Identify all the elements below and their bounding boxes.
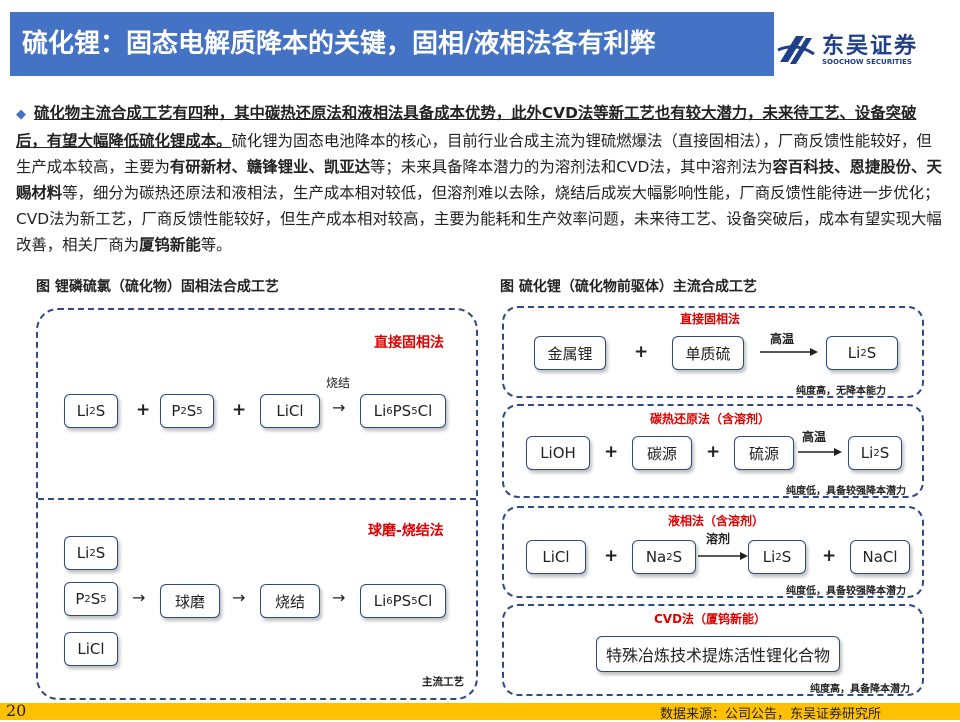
arrow-icon: → <box>332 398 346 417</box>
metal-lithium-box: 金属锂 <box>534 336 606 370</box>
mainstream-note: 主流工艺 <box>422 676 464 688</box>
cvd-process-box: 特殊冶炼技术提炼活性锂化合物 <box>596 636 840 672</box>
title-bar <box>10 12 774 76</box>
carbothermal-label: 碳热还原法（含溶剂） <box>650 412 771 426</box>
right-figure-title: 图 硫化锂（硫化物前驱体）主流合成工艺 <box>500 279 757 295</box>
licl-box: LiCl <box>64 632 118 666</box>
condition-label: 高温 <box>802 430 827 444</box>
summary-text-1: 硫化锂为固态电池降本的核心，目前行业合成主流为锂硫燃爆法（直接固相法），厂商反馈… <box>16 132 932 176</box>
carbon-source-box: 碳源 <box>632 436 692 470</box>
arrow-icon: → <box>332 588 346 607</box>
footer-bar <box>0 703 960 720</box>
sinter-box: 烧结 <box>260 584 320 618</box>
cvd-panel: CVD法（厦钨新能） 特殊冶炼技术提炼活性锂化合物 纯度高，具备降本潜力 <box>502 604 924 696</box>
summary-companies-2: 容百科技、恩捷股份、天赐材料 <box>16 158 942 202</box>
summary-text-2: 等；未来具备降本潜力的为溶剂法和CVD法，其中溶剂法为 <box>370 158 773 176</box>
summary-text-4: 等。 <box>200 236 232 254</box>
formula-text: Li <box>373 592 387 610</box>
plus-sign: + <box>136 400 151 420</box>
summary-companies-3: 厦钨新能 <box>139 236 201 254</box>
logo-text-cn: 东吴证券 <box>822 34 919 59</box>
condition-label: 高温 <box>770 332 795 346</box>
plus-sign: + <box>604 546 619 566</box>
plus-sign: + <box>634 342 649 362</box>
formula-text: Li <box>373 402 387 420</box>
sulfur-source-box: 硫源 <box>734 436 794 470</box>
purity-note: 纯度低，具备较强降本潜力 <box>786 486 906 497</box>
arrow-icon <box>798 448 842 456</box>
lioh-box: LiOH <box>526 436 590 470</box>
cvd-label: CVD法（厦钨新能） <box>654 612 767 626</box>
sulfur-box: 单质硫 <box>672 336 744 370</box>
company-logo: 东吴证券 SOOCHOW SECURITIES <box>776 28 956 72</box>
licl-box: LiCl <box>260 394 320 428</box>
formula-text: Li <box>76 402 90 420</box>
arrow-icon: → <box>232 588 246 607</box>
licl-box: LiCl <box>526 540 586 574</box>
plus-sign: + <box>706 442 721 462</box>
plus-sign: + <box>604 442 619 462</box>
soochow-logo-icon <box>777 36 815 64</box>
plus-sign: + <box>232 400 247 420</box>
page-number: 20 <box>6 701 27 720</box>
purity-note: 纯度低，具备较强降本潜力 <box>786 586 906 597</box>
ball-mill-box: 球磨 <box>160 584 220 618</box>
left-figure-title: 图 锂磷硫氯（硫化物）固相法合成工艺 <box>36 279 279 295</box>
direct-solid-label: 直接固相法 <box>680 312 741 326</box>
summary-companies-1: 有研新材、赣锋锂业、凯亚达 <box>169 158 371 176</box>
diamond-bullet-icon: ◆ <box>16 107 26 122</box>
nacl-box: NaCl <box>850 540 910 574</box>
arrow-icon: → <box>132 588 146 607</box>
summary-lead: 硫化物主流合成工艺有四种，其中碳热还原法和液相法具备成本优势，此外CVD法等新工… <box>16 104 917 150</box>
formula-text: P <box>171 402 181 420</box>
direct-solid-label: 直接固相法 <box>374 335 444 351</box>
summary-paragraph: ◆硫化物主流合成工艺有四种，其中碳热还原法和液相法具备成本优势，此外CVD法等新… <box>16 100 944 258</box>
purity-note: 纯度高，具备降本潜力 <box>810 684 910 695</box>
page-title: 硫化锂：固态电解质降本的关键，固相/液相法各有利弊 <box>22 29 656 59</box>
panel-divider <box>38 498 476 500</box>
purity-note: 纯度高，无降本能力 <box>796 386 886 397</box>
arrow-icon <box>698 552 748 560</box>
sinter-condition: 烧结 <box>326 376 351 390</box>
condition-label: 溶剂 <box>706 532 731 546</box>
plus-sign: + <box>822 546 837 566</box>
arrow-icon <box>760 348 818 356</box>
formula-text: P <box>75 590 85 608</box>
formula-text: Li <box>76 544 90 562</box>
summary-text-3: 等，细分为碳热还原法和液相法，生产成本相对较低，但溶剂难以去除，烧结后成炭大幅影… <box>16 184 942 254</box>
source-note: 数据来源：公司公告，东吴证券研究所 <box>660 707 882 722</box>
liquid-phase-label: 液相法（含溶剂） <box>668 514 765 528</box>
ball-mill-sinter-label: 球磨-烧结法 <box>368 523 444 539</box>
logo-text-en: SOOCHOW SECURITIES <box>822 58 912 66</box>
